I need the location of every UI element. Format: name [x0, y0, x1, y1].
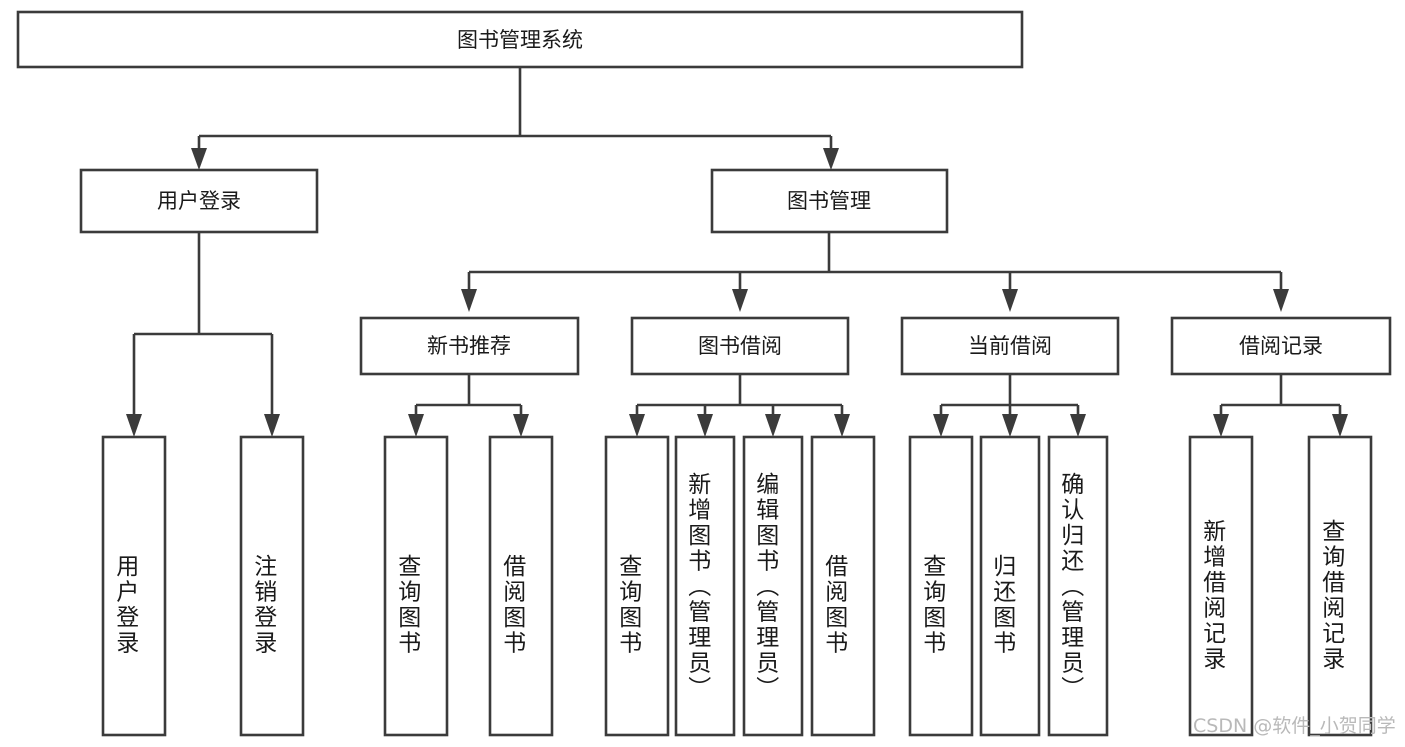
arrow-to-leaf-user-login: [126, 414, 142, 437]
node-borrow-record[interactable]: 借阅记录: [1170, 316, 1392, 376]
root-box[interactable]: [16, 10, 1024, 69]
node-new-book-recommend[interactable]: 新书推荐: [359, 316, 580, 376]
leaf-box-br-query-record[interactable]: [1307, 435, 1373, 737]
arrow-to-book-borrow: [732, 289, 748, 312]
new-book-recommend-box[interactable]: [359, 316, 580, 376]
user-login-label: 用户登录: [157, 189, 241, 213]
arrow-nb-leaf-1: [408, 414, 424, 437]
current-borrow-label: 当前借阅: [968, 334, 1052, 358]
leaf-box-user-login[interactable]: [101, 435, 167, 737]
connector-book-borrow-to-leaves: [629, 374, 850, 437]
arrow-to-borrow-record: [1273, 289, 1289, 312]
arrow-cb-leaf-3: [1070, 414, 1086, 437]
leaf-box-bb-add-book[interactable]: [674, 435, 736, 737]
node-book-borrow[interactable]: 图书借阅: [630, 316, 850, 376]
leaf-box-cb-query-book[interactable]: [908, 435, 974, 737]
borrow-record-label: 借阅记录: [1239, 334, 1323, 358]
connector-borrow-record-to-leaves: [1213, 374, 1348, 437]
node-root[interactable]: 图书管理系统: [16, 10, 1024, 69]
book-borrow-label: 图书借阅: [698, 334, 782, 358]
csdn-watermark: CSDN @软件_小贺同学: [1193, 715, 1396, 737]
connector-book-manage-to-level3: [461, 232, 1289, 312]
arrow-to-current-borrow: [1002, 289, 1018, 312]
leaf-box-bb-query-book[interactable]: [604, 435, 670, 737]
leaf-box-cb-confirm-return[interactable]: [1047, 435, 1109, 737]
current-borrow-box[interactable]: [900, 316, 1120, 376]
node-book-manage[interactable]: 图书管理: [710, 168, 949, 234]
connector-root-to-level2: [191, 67, 839, 170]
arrow-bb-leaf-3: [765, 414, 781, 437]
arrow-br-leaf-2: [1332, 414, 1348, 437]
connector-user-login-to-leaves: [126, 232, 280, 437]
node-user-login[interactable]: 用户登录: [79, 168, 319, 234]
leaf-box-nb-query-book[interactable]: [383, 435, 449, 737]
connector-current-borrow-to-leaves: [933, 374, 1086, 437]
new-book-recommend-label: 新书推荐: [427, 334, 511, 358]
leaf-box-cb-return-book[interactable]: [979, 435, 1041, 737]
arrow-cb-leaf-1: [933, 414, 949, 437]
arrow-nb-leaf-2: [513, 414, 529, 437]
leaf-box-nb-borrow-book[interactable]: [488, 435, 554, 737]
connector-new-book-to-leaves: [408, 374, 529, 437]
leaf-box-bb-edit-book[interactable]: [742, 435, 804, 737]
root-label: 图书管理系统: [457, 28, 583, 52]
arrow-to-new-book: [461, 289, 477, 312]
arrow-to-book-manage: [823, 148, 839, 170]
arrow-br-leaf-1: [1213, 414, 1229, 437]
node-current-borrow[interactable]: 当前借阅: [900, 316, 1120, 376]
arrow-bb-leaf-4: [834, 414, 850, 437]
leaf-box-logout[interactable]: [239, 435, 305, 737]
leaf-box-br-add-record[interactable]: [1188, 435, 1254, 737]
arrow-to-leaf-logout: [264, 414, 280, 437]
book-manage-label: 图书管理: [787, 189, 871, 213]
arrow-cb-leaf-2: [1002, 414, 1018, 437]
arrow-to-user-login: [191, 148, 207, 170]
arrow-bb-leaf-2: [697, 414, 713, 437]
user-login-box[interactable]: [79, 168, 319, 234]
leaf-box-bb-borrow-book[interactable]: [810, 435, 876, 737]
arrow-bb-leaf-1: [629, 414, 645, 437]
